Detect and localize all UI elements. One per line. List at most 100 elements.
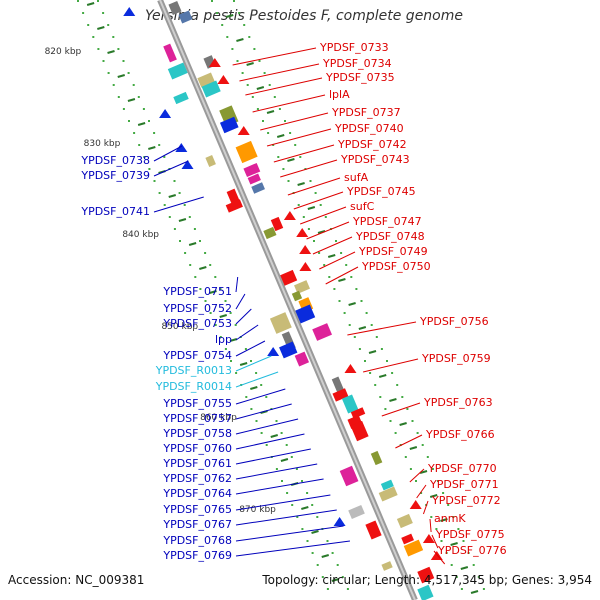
gene-label-leader	[429, 518, 432, 533]
scale-tick	[219, 314, 227, 318]
gene-label-ypdsf_0754: YPDSF_0754	[162, 349, 232, 362]
guide-dot	[365, 312, 368, 314]
guide-dot	[142, 108, 145, 110]
guide-dot	[396, 384, 399, 386]
gene-arrow-forward	[217, 75, 230, 84]
guide-dot	[299, 156, 302, 158]
guide-dot	[346, 588, 349, 590]
gene-label-ypdsf_0734: YPDSF_0734	[322, 57, 392, 70]
gene-label-ypdsf_0738: YPDSF_0738	[80, 154, 150, 167]
gene-label-leader	[422, 500, 429, 515]
scale-label-840: 840 kbp	[122, 230, 159, 240]
scale-tick	[199, 266, 207, 270]
gene-label-leader	[273, 144, 335, 163]
gene-label-ypdsf_0748: YPDSF_0748	[355, 230, 425, 243]
guide-dot	[409, 468, 412, 470]
gene-label-leader	[287, 177, 341, 196]
scale-tick	[307, 206, 316, 210]
scale-tick	[419, 470, 428, 474]
scale-tick	[311, 530, 319, 534]
gene-label-leader	[325, 266, 359, 285]
gene-label-leader	[433, 550, 446, 565]
guide-dot	[199, 288, 202, 290]
gene-label-ypdsf_0758: YPDSF_0758	[162, 427, 232, 440]
scale-tick	[429, 494, 438, 498]
gene-feature	[279, 269, 298, 287]
scale-tick	[358, 326, 367, 330]
gene-feature	[341, 394, 359, 414]
scale-label-860: 860 kbp	[200, 413, 237, 423]
guide-dot	[321, 576, 324, 578]
guide-dot	[286, 492, 289, 494]
guide-dot	[455, 576, 458, 578]
guide-dot	[472, 564, 475, 566]
gene-arrow-forward	[296, 228, 309, 237]
gene-arrow-forward	[299, 245, 312, 254]
map-title: Yersinia pestis Pestoides F, complete ge…	[145, 8, 463, 24]
guide-dot	[450, 564, 453, 566]
gene-feature	[332, 388, 349, 402]
gene-arrow-forward	[208, 58, 221, 67]
gene-label-leader	[312, 236, 353, 255]
guide-dot	[316, 564, 319, 566]
gene-arrow-forward	[344, 364, 357, 373]
guide-dot	[265, 396, 268, 398]
scale-tick	[270, 434, 278, 438]
guide-dot	[335, 240, 337, 242]
guide-dot	[290, 456, 293, 458]
scale-tick	[331, 578, 340, 582]
guide-dot	[267, 132, 270, 134]
guide-dot	[401, 396, 404, 398]
scale-tick	[178, 218, 187, 222]
guide-dot	[379, 396, 382, 398]
guide-dot	[245, 396, 248, 398]
gene-label-ypdsf_0752: YPDSF_0752	[162, 302, 232, 315]
gene-label-ypdsf_0735: YPDSF_0735	[325, 71, 395, 84]
guide-dot	[462, 540, 465, 542]
scale-tick	[137, 122, 146, 126]
guide-dot	[137, 96, 140, 98]
guide-dot	[311, 504, 314, 506]
gene-feature	[294, 280, 310, 294]
guide-dot	[243, 24, 246, 26]
gene-arrow-forward	[299, 262, 312, 271]
gene-feature	[269, 312, 292, 334]
gene-label-ypdsf_r0014: YPDSF_R0014	[155, 380, 232, 393]
gene-feature	[197, 72, 215, 88]
guide-dot	[214, 324, 217, 326]
gene-label-ypdsf_0766: YPDSF_0766	[425, 428, 495, 441]
guide-dot	[389, 420, 392, 422]
scale-tick	[117, 74, 125, 78]
guide-dot	[338, 300, 341, 302]
gene-label-ypdsf_0760: YPDSF_0760	[162, 442, 232, 455]
guide-dot	[301, 480, 303, 482]
gene-label-leader	[280, 159, 338, 178]
guide-dot	[260, 432, 263, 434]
guide-dot	[328, 276, 331, 278]
accession-text: Accession: NC_009381	[8, 573, 145, 587]
guide-dot	[204, 252, 207, 254]
gene-label-leader	[235, 371, 279, 388]
guide-dot	[199, 240, 201, 242]
guide-dot	[326, 540, 329, 542]
guide-dot	[179, 240, 181, 242]
guide-dot	[209, 264, 212, 266]
guide-dot	[256, 108, 259, 110]
guide-dot	[284, 120, 286, 122]
gene-label-leader	[300, 206, 347, 225]
guide-dot	[112, 84, 115, 86]
scale-tick	[348, 302, 356, 306]
guide-dot	[233, 0, 235, 2]
guide-dot	[391, 372, 394, 374]
scale-tick	[97, 26, 105, 30]
guide-dot	[374, 384, 377, 386]
gene-feature	[339, 465, 359, 487]
gene-feature	[417, 584, 434, 600]
scale-tick	[107, 50, 115, 54]
guide-dot	[307, 228, 310, 230]
gene-feature	[201, 80, 221, 98]
guide-dot	[158, 192, 161, 194]
gene-label-leader	[235, 324, 259, 341]
guide-dot	[309, 180, 312, 182]
